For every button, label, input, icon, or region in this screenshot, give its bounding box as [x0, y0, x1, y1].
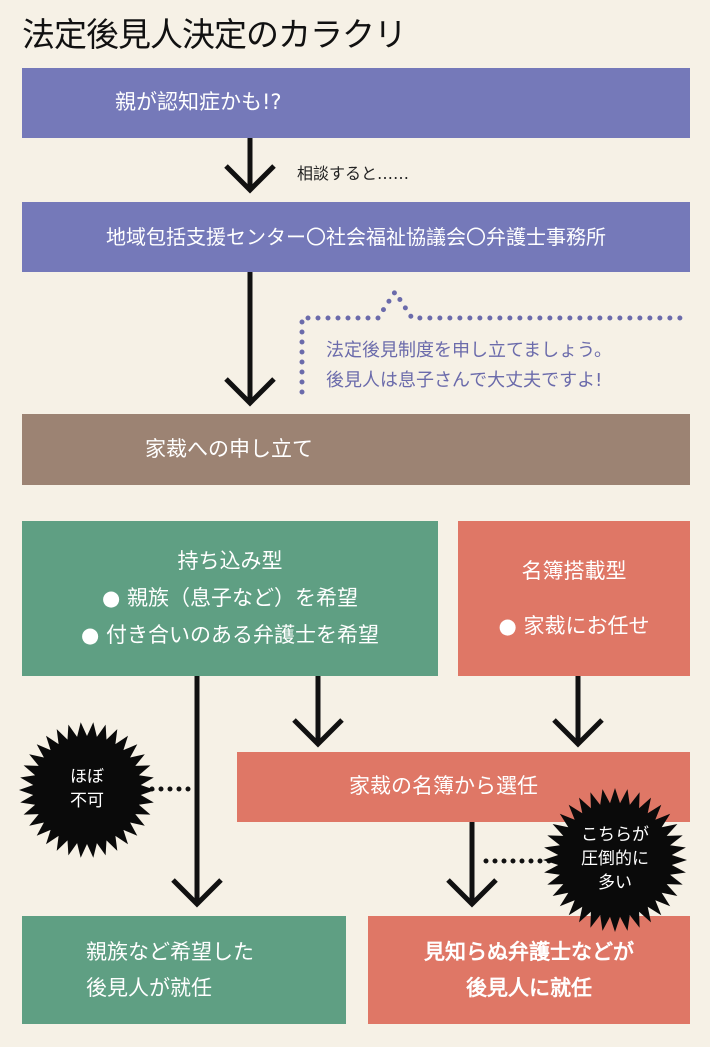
arrow-to-selection-b [552, 676, 604, 748]
burst-b-line: 多い [598, 873, 632, 893]
selection-text: 家裁の名簿から選任 [349, 774, 538, 799]
type-a-title: 持ち込み型 [177, 549, 283, 573]
burst-b-line: こちらが [581, 825, 649, 845]
arrow-to-step3 [224, 272, 276, 407]
result-a-box: 親族など希望した 後見人が就任 [22, 916, 346, 1024]
burst-a-line: 不可 [70, 791, 104, 811]
type-b-box: 名簿搭載型 ● 家裁にお任せ [458, 521, 690, 676]
result-b-line: 見知らぬ弁護士などが [424, 940, 634, 964]
result-b-box: 見知らぬ弁護士などが 後見人に就任 [368, 916, 690, 1024]
step3-box: 家裁への申し立て [22, 414, 690, 485]
callout-line: 後見人は息子さんで大丈夫ですよ! [326, 370, 603, 391]
callout-line: 法定後見制度を申し立てましょう。 [326, 340, 613, 361]
arrow-to-result-a [171, 676, 223, 908]
burst-b-line: 圧倒的に [581, 849, 649, 869]
type-b-item: ● 家裁にお任せ [498, 613, 650, 638]
result-b-line: 後見人に就任 [466, 976, 592, 1000]
burst-b-icon [543, 788, 687, 932]
step2-text: 地域包括支援センター〇社会福祉協議会〇弁護士事務所 [106, 225, 606, 249]
step3-text: 家裁への申し立て [145, 436, 313, 461]
arrow-to-step2 [224, 138, 276, 194]
burst-a-icon [19, 722, 155, 858]
type-a-item: ● 付き合いのある弁護士を希望 [81, 623, 379, 647]
burst-a-line: ほぼ [70, 767, 104, 787]
consult-label: 相談すると…… [297, 164, 410, 183]
result-a-line: 親族など希望した [86, 940, 254, 964]
burst-a-text: ほぼ 不可 [47, 765, 127, 813]
type-b-title: 名簿搭載型 [521, 558, 627, 583]
burst-b-text: こちらが 圧倒的に 多い [570, 823, 660, 895]
callout: 法定後見制度を申し立てましょう。 後見人は息子さんで大丈夫ですよ! [326, 336, 612, 396]
arrow-to-selection-a [292, 676, 344, 748]
result-a-line: 後見人が就任 [86, 976, 212, 1000]
step2-box: 地域包括支援センター〇社会福祉協議会〇弁護士事務所 [22, 202, 690, 272]
step1-box: 親が認知症かも!? [22, 68, 690, 138]
callout-dotted-border [299, 287, 685, 395]
step1-text: 親が認知症かも!? [115, 90, 282, 115]
diagram-title: 法定後見人決定のカラクリ [22, 15, 407, 54]
type-a-box: 持ち込み型 ● 親族（息子など）を希望 ● 付き合いのある弁護士を希望 [22, 521, 438, 676]
type-a-item: ● 親族（息子など）を希望 [102, 586, 358, 610]
arrow-to-result-b [446, 822, 498, 908]
